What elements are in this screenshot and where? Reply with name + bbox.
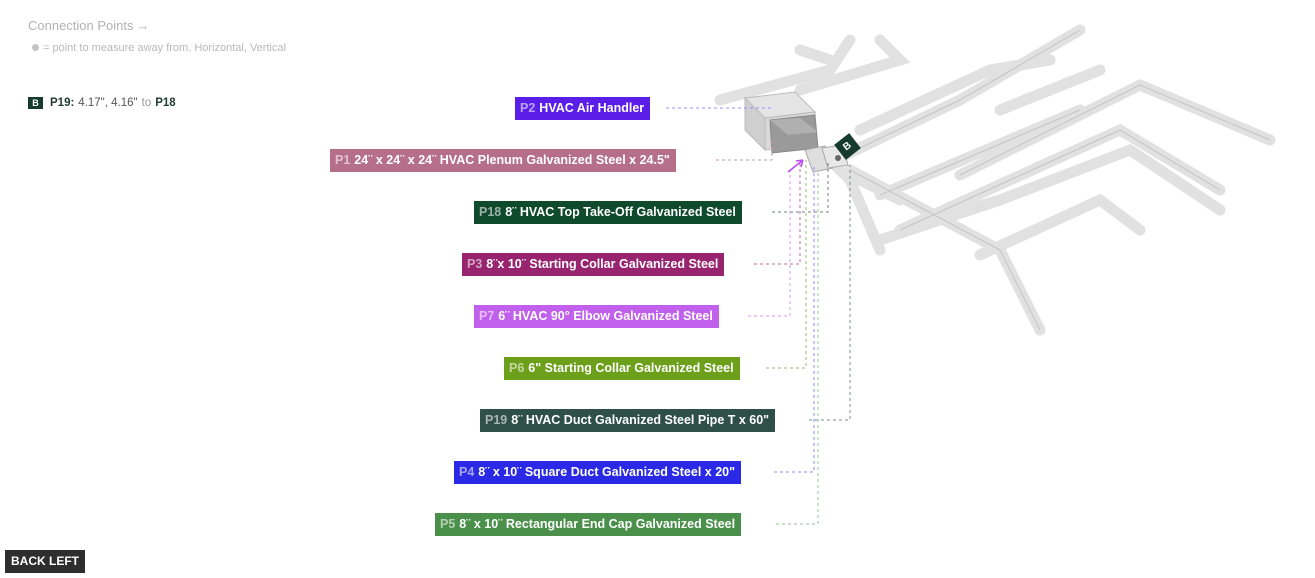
part-id: P19 [485,413,508,427]
part-id: P2 [520,101,536,115]
part-name: 8¨x 10¨ Starting Collar Galvanized Steel [486,257,719,271]
measurement-values: 4.17", 4.16" [78,97,138,109]
part-id: P6 [509,361,525,375]
back-left-button[interactable]: BACK LEFT [5,550,85,573]
part-id: P7 [479,309,495,323]
part-id: P3 [467,257,483,271]
point-dot-icon [32,44,39,51]
part-name: 6¨ HVAC 90° Elbow Galvanized Steel [498,309,713,323]
air-handler-unit [743,91,849,173]
connection-arrow-icon [787,159,804,173]
measurement-badge: B [28,97,43,109]
measurement-row: B P19: 4.17", 4.16" to P18 [28,97,176,109]
measurement-target: P18 [155,97,176,109]
duct-network-outline [834,29,1271,331]
part-name: 8¨ HVAC Top Take-Off Galvanized Steel [505,205,736,219]
part-name: 24¨ x 24¨ x 24¨ HVAC Plenum Galvanized S… [354,153,670,167]
connection-points-legend: = point to measure away from. Horizontal… [32,42,286,54]
part-id: P4 [459,465,475,479]
part-id: P5 [440,517,456,531]
part-name: 6" Starting Collar Galvanized Steel [528,361,734,375]
leader-lines [666,107,851,525]
legend-text: = point to measure away from. Horizontal… [43,42,287,54]
part-name: 8¨ x 10¨ Square Duct Galvanized Steel x … [478,465,736,479]
part-id: P18 [479,205,502,219]
connection-points-title: Connection Points→ [28,18,150,33]
duct-network [714,24,1276,336]
measurement-to: to [141,97,152,109]
part-name: HVAC Air Handler [539,101,645,115]
arrow-right-icon: → [136,18,150,33]
connection-points-label: Connection Points [28,18,134,33]
measurement-point: P19: [50,97,75,109]
part-id: P1 [335,153,351,167]
part-name: 8¨ HVAC Duct Galvanized Steel Pipe T x 6… [511,413,770,427]
part-name: 8¨ x 10¨ Rectangular End Cap Galvanized … [459,517,736,531]
connection-point-marker [835,155,841,161]
